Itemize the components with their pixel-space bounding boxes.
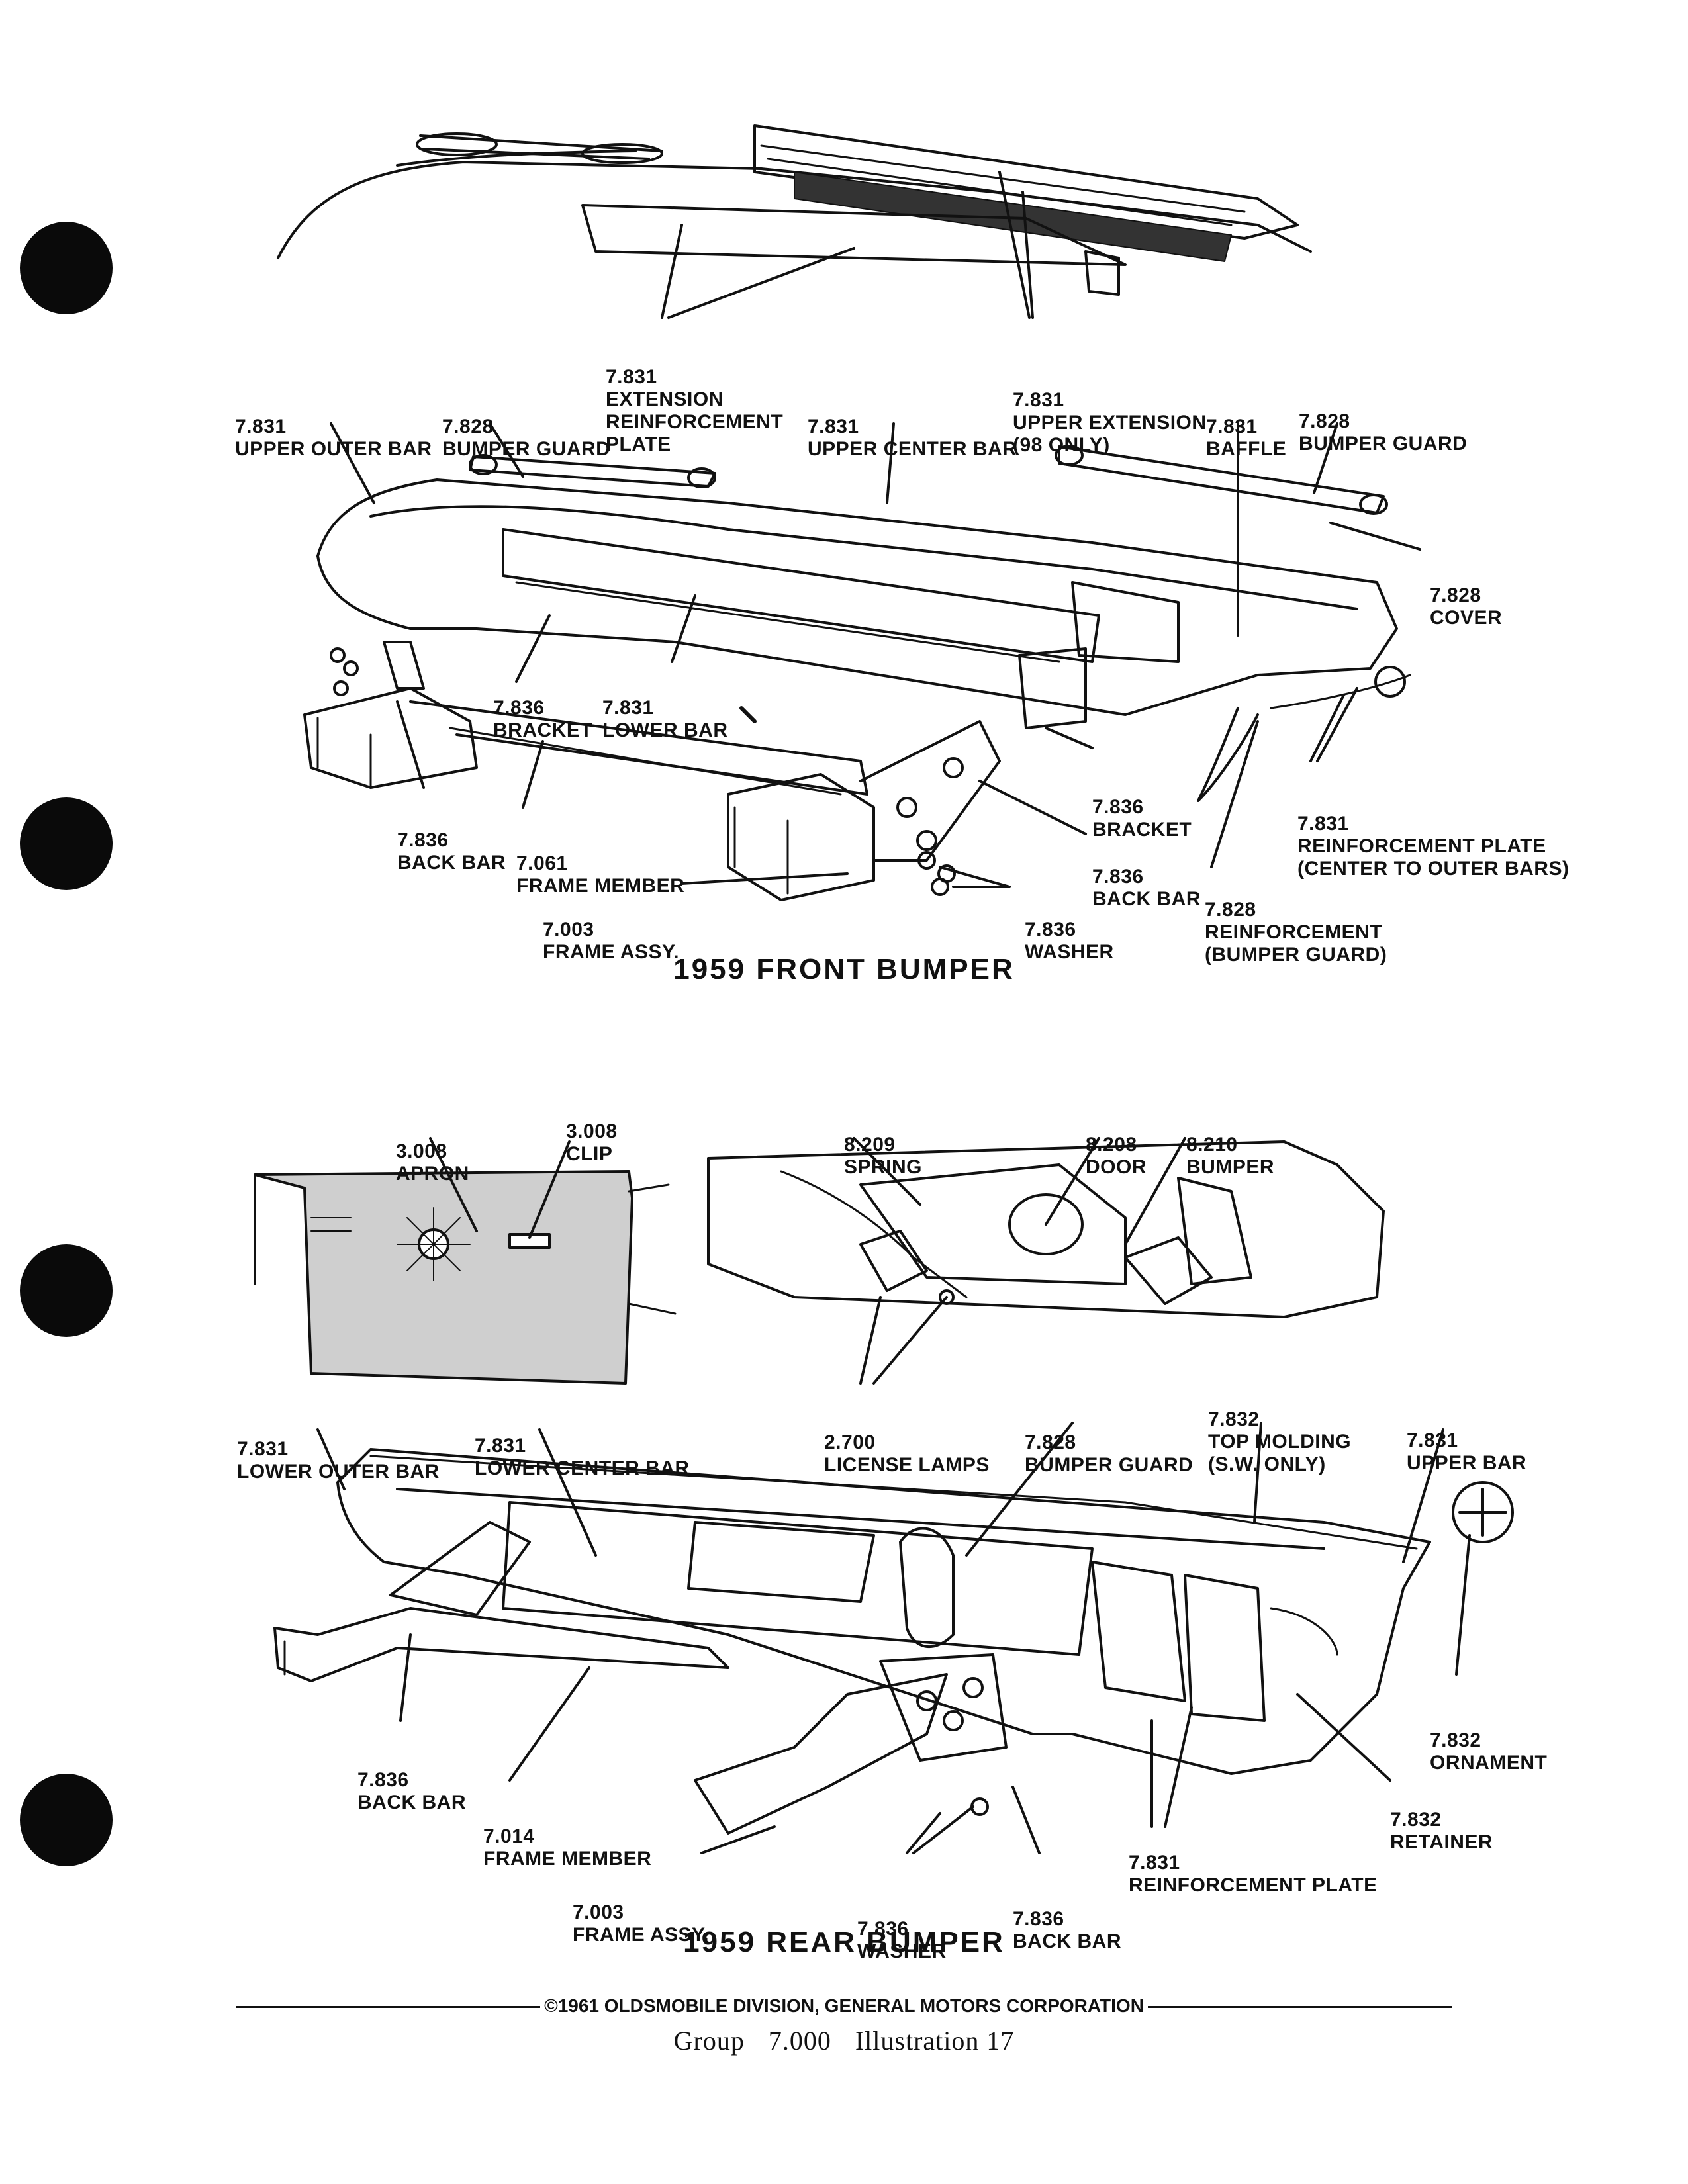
rear-apron-panel <box>254 1170 677 1385</box>
binder-hole <box>20 1774 113 1866</box>
rear-bumper-assembly <box>273 1448 1514 1835</box>
group-illustration-line: Group 7.000 Illustration 17 <box>0 2025 1688 2056</box>
copyright-text: ©1961 OLDSMOBILE DIVISION, GENERAL MOTOR… <box>544 1995 1144 2016</box>
group-label: Group <box>673 2026 745 2056</box>
front-leader-lines <box>330 171 1421 888</box>
binder-hole <box>20 1244 113 1337</box>
rear-license-view <box>707 1140 1385 1318</box>
front-bumper-title: 1959 FRONT BUMPER <box>673 953 1015 985</box>
front-top-view <box>277 124 1312 296</box>
binder-hole <box>20 797 113 890</box>
front-bumper-assembly <box>303 445 1411 901</box>
illustration-number: Illustration 17 <box>855 2026 1015 2056</box>
binder-hole <box>20 222 113 314</box>
footer-rule-right <box>1147 2006 1452 2009</box>
rear-bumper-title: 1959 REAR BUMPER <box>683 1926 1005 1958</box>
copyright-line: ©1961 OLDSMOBILE DIVISION, GENERAL MOTOR… <box>0 1995 1688 2017</box>
group-number: 7.000 <box>768 2026 831 2056</box>
footer-rule-left <box>236 2006 541 2009</box>
rear-leader-lines <box>316 1137 1471 1854</box>
